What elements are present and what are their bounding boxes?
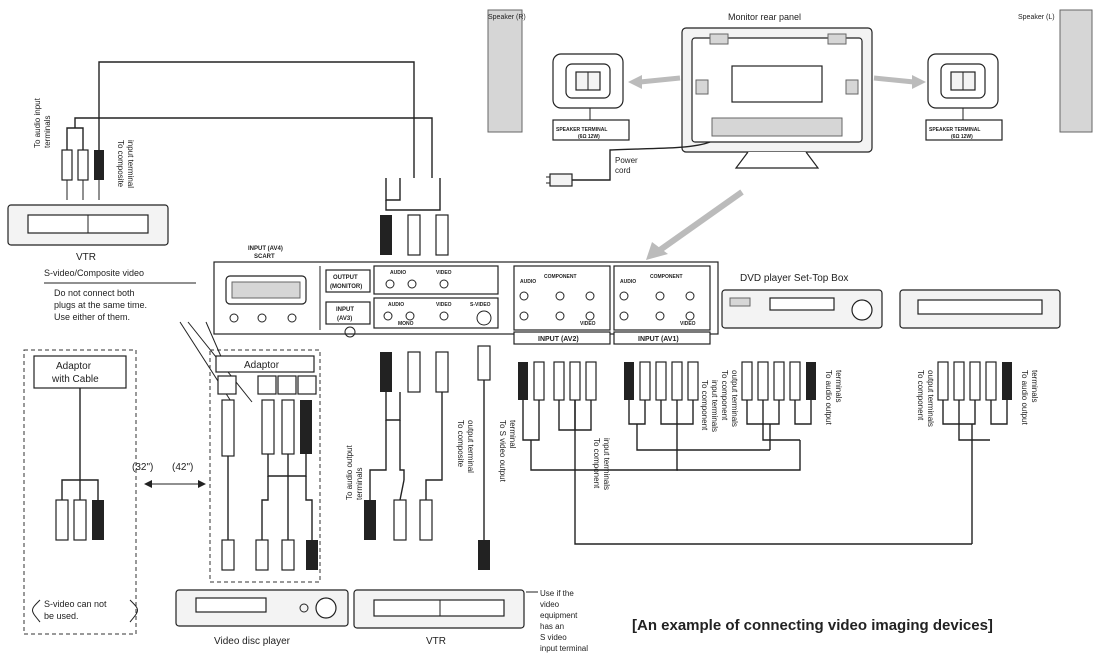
speaker-ohm-label-l: (6Ω 12W) [951,134,973,140]
to-audio-output-1: To audio output [345,445,354,500]
power-cord: Power cord [546,141,711,187]
to-component-input-a-2: input terminals [602,438,611,490]
speaker-right: Speaker (R) [487,9,526,133]
to-svideo-output-1: To S video output [498,420,507,483]
speaker-left: Speaker (L) [1018,9,1093,133]
use-if-note: Use if the video equipment has an S vide… [526,589,588,653]
speaker-terminal-left: SPEAKER TERMINAL (6Ω 12W) [925,53,1003,141]
av2-component-label: COMPONENT [544,274,577,280]
speaker-right-label: Speaker (R) [488,14,526,21]
output-monitor-label-1: OUTPUT [333,275,358,281]
to-audio-output-b-1: To audio output [1020,370,1029,425]
svideo-cannot-2: be used. [44,611,79,621]
vtr-bottom-label: VTR [426,636,446,647]
to-composite-output-1: To composite [456,420,465,468]
to-audio-output-a-1: To audio output [824,370,833,425]
set-top-box [899,289,1061,329]
speaker-ohm-label-r: (6Ω 12W) [578,134,600,140]
adaptor-label: Adaptor [244,360,280,371]
to-component-output-b-1: To component [916,370,925,421]
input-av1-label: INPUT (AV1) [638,336,679,343]
use-if-3: equipment [540,611,578,620]
video-disc-player: Video disc player [175,589,349,647]
to-svideo-output-2: terminal [508,420,517,449]
to-composite-output-2: output terminal [466,420,475,473]
output-monitor-plugs [380,178,449,256]
to-component-input-a-1: To component [592,438,601,489]
input-av2-label: INPUT (AV2) [538,336,579,343]
to-audio-output-a-2: terminals [834,370,843,402]
vtr-top: VTR [7,204,169,263]
to-audio-input-2: terminals [43,116,52,148]
input-mono-label: MONO [398,321,414,327]
scart-label-1: INPUT (AV4) [248,246,283,252]
vtr-top-label: VTR [76,252,96,263]
svideo-note-3: plugs at the same time. [54,300,147,310]
vtr-top-plugs [61,61,433,200]
av3-plugs [364,345,491,570]
monitor-label: Monitor rear panel [728,12,801,22]
adaptor-cable-2: with Cable [51,374,99,385]
monitor-rear-panel: Monitor rear panel [681,12,873,169]
to-audio-input-1: To audio input [33,97,42,148]
dvd-cables [741,361,816,450]
speaker-terminal-right: SPEAKER TERMINAL (6Ω 12W) [552,53,630,141]
av2-video-label: VIDEO [580,321,596,327]
svideo-note-1: S-video/Composite video [44,268,144,278]
scart-label-2: SCART [254,254,275,260]
input-svideo-label: S-VIDEO [470,302,491,308]
output-audio-label: AUDIO [390,270,406,276]
size-42: (42") [172,462,193,473]
dvd-stb-label: DVD player Set-Top Box [740,273,848,284]
use-if-6: input terminal [540,644,588,653]
power-cord-label-1: Power [615,156,638,165]
to-component-input-b-1: To component [700,380,709,431]
size-32: (32") [132,462,153,473]
use-if-4: has an [540,622,564,631]
to-component-output-a-2: output terminals [730,370,739,427]
speaker-left-label: Speaker (L) [1018,14,1055,21]
adaptor-cable-1: Adaptor [56,361,92,372]
input-video-label: VIDEO [436,302,452,308]
to-composite-input-1: To composite [116,140,125,188]
speaker-terminal-label-r: SPEAKER TERMINAL [556,127,607,133]
use-if-5: S video [540,633,567,642]
input-av3-label-1: INPUT [336,307,354,313]
use-if-2: video [540,600,560,609]
to-audio-output-2: terminals [355,468,364,500]
power-cord-label-2: cord [615,166,631,175]
video-disc-player-label: Video disc player [214,636,291,647]
av2-audio-label: AUDIO [520,279,536,285]
av1-video-label: VIDEO [680,321,696,327]
adaptor-with-cable: Adaptor with Cable S-video can not be us… [23,349,138,635]
to-component-output-b-2: output terminals [926,370,935,427]
size-arrow: (32") (42") [132,462,206,488]
to-composite-input-2: input terminal [126,140,135,188]
vtr-bottom: VTR [353,589,525,647]
input-av3-label-2: (AV3) [337,316,352,322]
output-monitor-label-2: (MONITOR) [330,284,362,290]
av1-cables [624,361,801,471]
adaptor: Adaptor [209,349,321,583]
av1-component-label: COMPONENT [650,274,683,280]
diagram-caption: [An example of connecting video imaging … [632,617,993,634]
input-audio-label: AUDIO [388,302,404,308]
use-if-1: Use if the [540,589,574,598]
svideo-cannot-1: S-video can not [44,599,107,609]
svideo-note-4: Use either of them. [54,312,130,322]
av2-cables [518,361,972,545]
terminal-panel: INPUT (AV4) SCART OUTPUT (MONITOR) AUDIO… [213,246,719,345]
output-video-label: VIDEO [436,270,452,276]
av1-audio-label: AUDIO [620,279,636,285]
svideo-note-2: Do not connect both [54,288,135,298]
to-component-output-a-1: To component [720,370,729,421]
to-component-input-b-2: input terminals [710,380,719,432]
stb-cables [937,361,1012,544]
to-audio-output-b-2: terminals [1030,370,1039,402]
speaker-terminal-label-l: SPEAKER TERMINAL [929,127,980,133]
dvd-player: DVD player Set-Top Box [721,273,883,329]
